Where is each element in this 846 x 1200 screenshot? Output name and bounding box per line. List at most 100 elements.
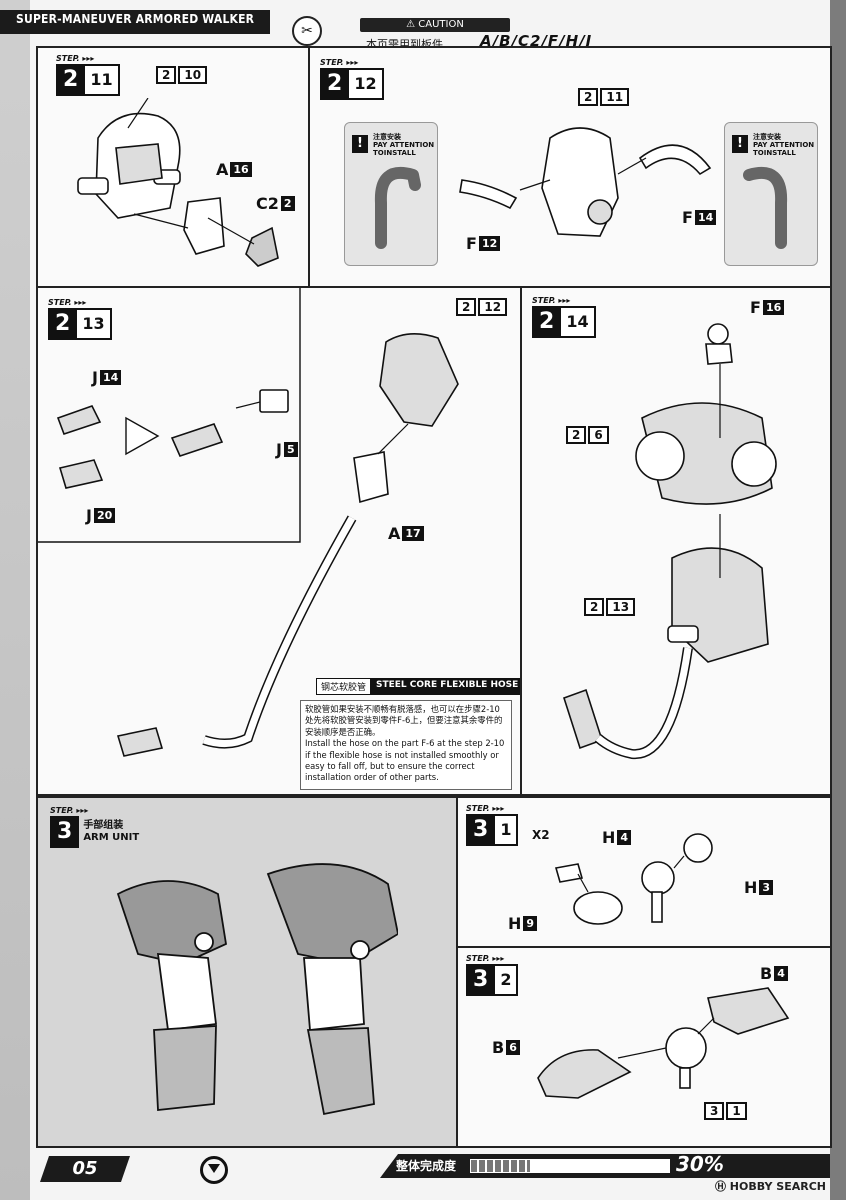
backpack-assembly-drawing: [563, 323, 777, 760]
callout-num: 11: [600, 88, 630, 106]
step-badge-2-11: STEP. 211: [56, 54, 120, 96]
hand-parts-drawing: [537, 987, 790, 1099]
callout-part: 2: [584, 598, 605, 616]
callout-num: 4: [774, 966, 788, 981]
step-3-cn: 手部组装: [83, 820, 124, 831]
callout-part: A: [388, 524, 401, 543]
callout-part: B: [492, 1038, 505, 1057]
hose-assembly-drawing: [38, 288, 459, 757]
step-badge-2-13: STEP. 213: [48, 298, 112, 340]
callout-part: C2: [256, 194, 279, 213]
hose-note-cn: 软胶管如果安装不顺畅有脱落感，也可以在步骤2-10处先将软胶管安装到零件F-6上…: [305, 704, 503, 737]
watermark: Ⓗ HOBBY SEARCH: [714, 1180, 826, 1193]
step-label: STEP.: [320, 58, 384, 67]
page-number: 05: [40, 1156, 130, 1182]
page-title: SUPER-MANEUVER ARMORED WALKER: [16, 12, 255, 26]
step-3-en: ARM UNIT: [83, 832, 140, 843]
step-minor: 12: [347, 70, 382, 98]
panel-step-3-2: STEP. 32 B4 B6 31: [456, 946, 832, 1148]
callout-num: 5: [283, 442, 298, 457]
brand-logo-icon: [200, 1156, 228, 1184]
attention-en2: TOINSTALL: [373, 149, 416, 157]
step-badge-3: STEP. 3 手部组装 ARM UNIT: [50, 806, 139, 848]
callout-num: 13: [606, 598, 636, 616]
panel-step-2-13: STEP. 213 J14 J20 J5 212 A17: [36, 286, 522, 796]
title-band: [0, 10, 270, 34]
hose-note: 软胶管如果安装不顺畅有脱落感，也可以在步骤2-10处先将软胶管安装到零件F-6上…: [300, 700, 512, 790]
attention-en2: TOINSTALL: [753, 149, 796, 157]
progress-percent: 30%: [676, 1152, 724, 1176]
nipper-icon: ✂: [292, 16, 322, 46]
right-edge: [830, 0, 846, 1200]
callout-num: 12: [478, 236, 501, 251]
hose-note-en: Install the hose on the part F-6 at the …: [305, 738, 505, 783]
callout-num: 1: [726, 1102, 747, 1120]
hose-part-drawing: [743, 167, 788, 249]
step-label: STEP.: [48, 298, 112, 307]
callout-part: 2: [566, 426, 587, 444]
step-minor: 14: [559, 308, 594, 336]
callout-part: A: [216, 160, 229, 179]
callout-part: 2: [578, 88, 599, 106]
callout-part: H: [508, 914, 522, 933]
caution-parts: A/B/C2/F/H/J: [480, 32, 593, 50]
step-major: 2: [322, 70, 348, 98]
panel-step-3-1: STEP. 31 X2 H4 H3 H9: [456, 796, 832, 948]
callout-part: J: [86, 506, 92, 525]
callout-part: F: [466, 234, 477, 253]
hose-part-drawing: [374, 167, 421, 249]
completion-label: 整体完成度: [396, 1159, 457, 1173]
warning-icon: !: [352, 135, 368, 153]
callout-num: 17: [402, 526, 424, 541]
step-major: 3: [468, 966, 494, 994]
callout-num: 16: [762, 300, 785, 315]
step-minor: 1: [493, 816, 517, 844]
panel-step-3: STEP. 3 手部组装 ARM UNIT: [36, 796, 458, 1148]
callout-part: 3: [704, 1102, 725, 1120]
step-label: STEP.: [56, 54, 120, 63]
callout-num: 10: [178, 66, 208, 84]
torso-assembly-drawing: [77, 98, 279, 267]
callout-part: 2: [156, 66, 177, 84]
step-major: 3: [52, 818, 78, 846]
callout-num: 14: [99, 370, 122, 385]
attention-cn: 注意安装: [753, 133, 781, 141]
hose-label-en: STEEL CORE FLEXIBLE HOSE: [371, 678, 524, 695]
step-major: 2: [534, 308, 560, 336]
callout-num: 14: [694, 210, 717, 225]
warning-icon: !: [732, 135, 748, 153]
callout-part: H: [744, 878, 758, 897]
callout-num: 9: [523, 916, 538, 931]
step-badge-2-14: STEP. 214: [532, 296, 596, 338]
step-major: 2: [50, 310, 76, 338]
callout-num: 2: [280, 196, 295, 211]
callout-part: 2: [456, 298, 477, 316]
callout-part: F: [750, 298, 761, 317]
left-spine: [0, 0, 30, 1200]
callout-num: 16: [230, 162, 252, 177]
panel-step-2-11: STEP. 211 210 A16 C22: [36, 46, 310, 288]
step-badge-3-2: STEP. 32: [466, 954, 519, 996]
callout-part: H: [602, 828, 616, 847]
panel-step-2-14: STEP. 214 F16 26 213: [520, 286, 832, 796]
callout-num: 4: [617, 830, 632, 845]
callout-num: 3: [759, 880, 774, 895]
callout-num: 6: [506, 1040, 520, 1055]
joint-parts-drawing: [554, 833, 713, 925]
step-badge-3-1: STEP. 31: [466, 804, 519, 846]
attention-en1: PAY ATTENTION: [373, 141, 435, 149]
